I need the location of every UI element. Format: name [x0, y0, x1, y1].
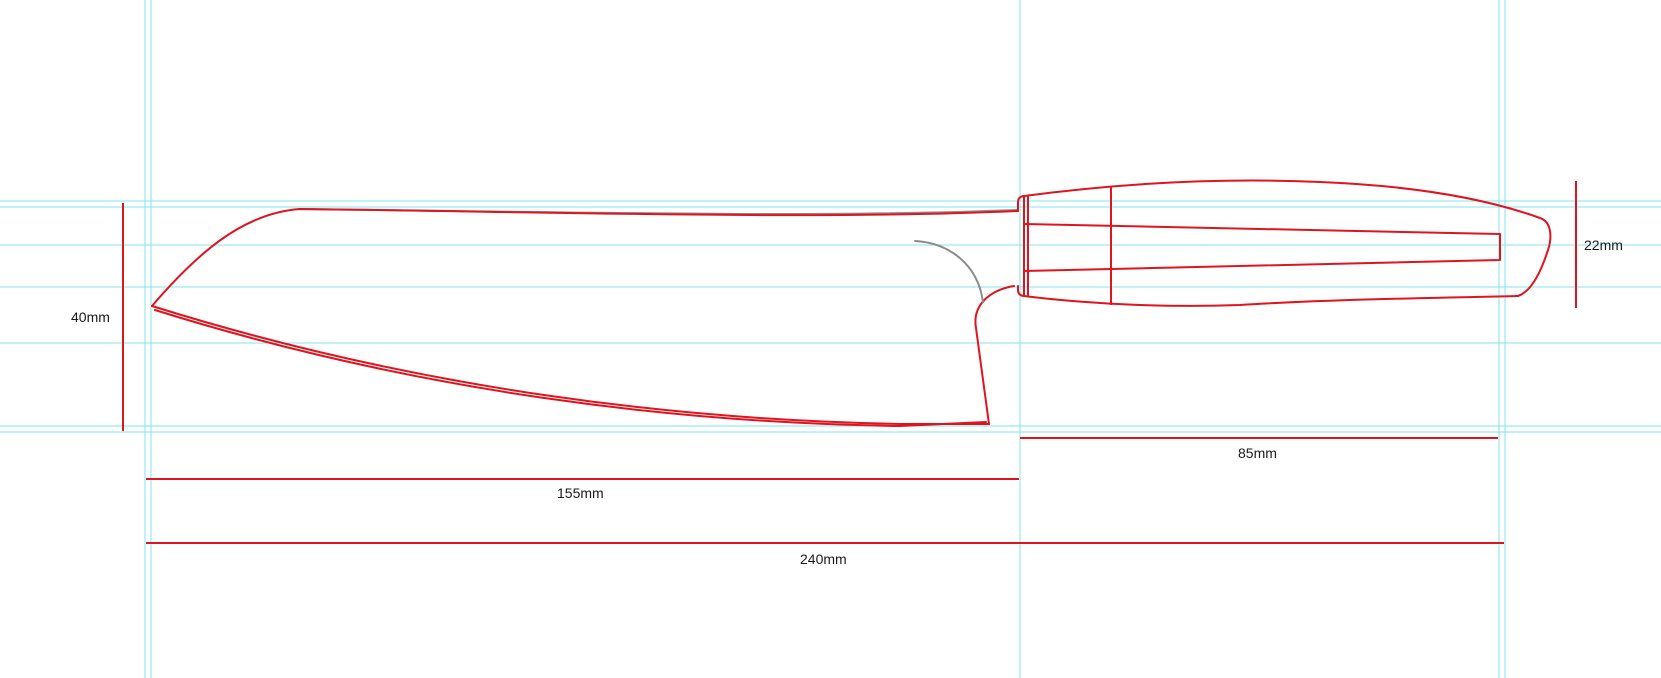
handle-top — [1023, 179, 1552, 297]
dimension-labels: 40mm 22mm 85mm 155mm 240mm — [71, 237, 1623, 567]
bolster — [1017, 195, 1029, 297]
blade-edge — [151, 305, 990, 425]
blade-spine — [151, 208, 1019, 307]
handle-bottom — [1023, 295, 1519, 307]
handle — [1023, 179, 1552, 307]
dimension-lines — [122, 181, 1577, 544]
label-blade-length: 155mm — [557, 485, 604, 501]
blade-edge-bevel — [154, 309, 987, 427]
label-total-length: 240mm — [800, 551, 847, 567]
label-handle-length: 85mm — [1238, 445, 1277, 461]
choil-curve — [914, 240, 984, 303]
blade-heel — [974, 285, 1015, 425]
blade — [151, 208, 1019, 427]
tang-outline — [1023, 223, 1501, 272]
label-handle-height: 22mm — [1584, 237, 1623, 253]
label-blade-height: 40mm — [71, 309, 110, 325]
bolster-outline — [1017, 195, 1025, 297]
